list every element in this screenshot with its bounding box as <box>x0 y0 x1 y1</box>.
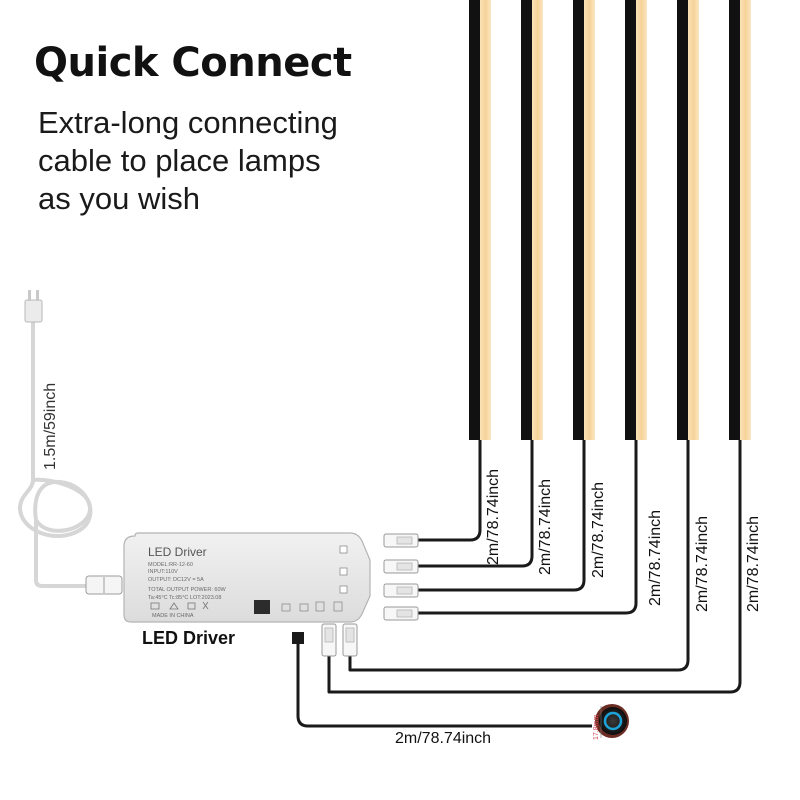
led-strip <box>573 0 595 440</box>
strip-cable-length-label: 2m/78.74inch <box>590 482 607 578</box>
page-title: Quick Connect <box>34 40 352 86</box>
strip-connector <box>383 533 419 548</box>
strip-connector <box>383 559 419 574</box>
power-cord <box>17 290 123 595</box>
strip-connectors <box>321 533 419 657</box>
strip-connector <box>342 623 358 657</box>
subtitle-line: cable to place lamps <box>38 143 321 178</box>
subtitle: Extra-long connecting cable to place lam… <box>38 104 368 218</box>
strip-cable <box>348 440 690 672</box>
port-icons <box>281 601 343 612</box>
strip-connector <box>321 623 337 657</box>
strip-cable-length-label: 2m/78.74inch <box>745 516 762 612</box>
strip-cable <box>418 440 534 568</box>
led-driver: LED Driver MODEL:RR-12-60 INPUT:110V OUT… <box>123 532 371 623</box>
dip-switch <box>254 600 270 614</box>
led-strip <box>521 0 543 440</box>
plug-icon <box>24 290 43 323</box>
inline-connector <box>85 575 123 595</box>
strip-cable-length-label: 2m/78.74inch <box>694 516 711 612</box>
power-cable-length-label: 1.5m/59inch <box>42 383 59 470</box>
driver-temps: Ta:45°C Tc:85°C LOT:2023.08 <box>148 595 221 601</box>
led-strip <box>625 0 647 440</box>
strip-cable-length-label: 2m/78.74inch <box>537 479 554 575</box>
switch-cable-length-label: 2m/78.74inch <box>395 730 491 747</box>
driver-caption: LED Driver <box>142 628 235 648</box>
strip-cable <box>327 440 742 694</box>
strip-cable-length-label: 2m/78.74inch <box>485 469 502 565</box>
driver-label: LED Driver <box>148 545 207 559</box>
led-strip <box>729 0 751 440</box>
driver-input: INPUT:110V <box>148 569 178 575</box>
switch-size-label: 17.8mm <box>593 715 600 740</box>
output-ports <box>339 545 348 594</box>
led-strip <box>469 0 491 440</box>
driver-total-output: TOTAL OUTPUT POWER: 60W <box>148 587 227 593</box>
strip-cable-length-label: 2m/78.74inch <box>647 510 664 606</box>
driver-output: OUTPUT: DC12V = 5A <box>148 577 204 583</box>
strip-connector <box>383 583 419 598</box>
driver-model: MODEL:RR-12-60 <box>148 562 193 568</box>
certification-marks <box>150 601 209 610</box>
driver-origin: MADE IN CHINA <box>152 613 194 619</box>
strip-cable <box>418 440 482 542</box>
strip-cable <box>418 440 586 592</box>
led-strip <box>677 0 699 440</box>
subtitle-line: as you wish <box>38 181 200 216</box>
touch-switch-icon: 17.8mm <box>593 704 629 740</box>
strip-cable-labels: 2m/78.74inch 2m/78.74inch 2m/78.74inch 2… <box>485 469 762 612</box>
switch-cable <box>296 642 592 728</box>
led-strips <box>469 0 751 440</box>
switch-cable-plug <box>292 632 304 644</box>
strip-cables <box>327 440 742 694</box>
subtitle-line: Extra-long connecting <box>38 105 338 140</box>
strip-cable <box>418 440 638 615</box>
strip-connector <box>383 606 419 621</box>
